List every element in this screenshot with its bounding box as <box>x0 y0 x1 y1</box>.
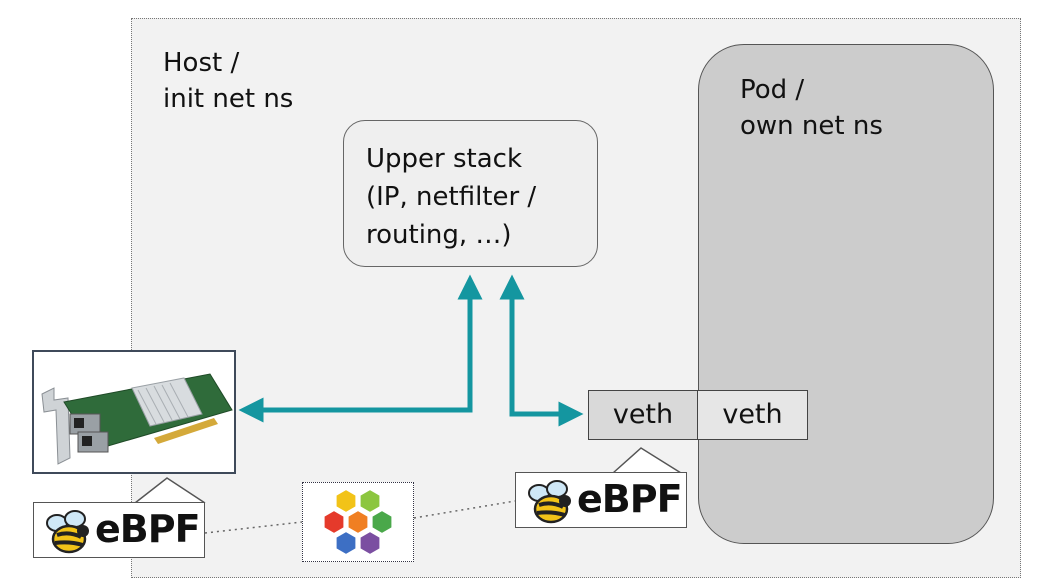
bee-icon <box>528 480 571 524</box>
hexagon-cell <box>334 487 358 515</box>
callout-pointer <box>612 447 682 474</box>
host-label-line-1: Host / <box>163 48 240 78</box>
hexagon-cell <box>370 508 394 536</box>
upper-stack-text: Upper stack (IP, netfilter / routing, …) <box>366 140 536 254</box>
ebpf-callout-veth: eBPF <box>515 447 687 528</box>
host-label: Host / init net ns <box>163 45 293 117</box>
ebpf-left-hub-link <box>204 521 303 534</box>
ebpf-wordmark: eBPF <box>577 477 683 521</box>
hexagon-cell <box>334 529 358 557</box>
pod-namespace-box <box>698 44 994 544</box>
stack-to-veth-arrow <box>499 274 584 427</box>
hexagon-cell <box>346 508 370 536</box>
ebpf-wordmark: eBPF <box>95 507 201 551</box>
callout-pointer <box>134 477 206 504</box>
upper-stack-line-1: Upper stack <box>366 144 523 174</box>
hexagon-cell <box>322 508 346 536</box>
nic-card-image <box>32 350 236 474</box>
hexagon-cell <box>358 529 382 557</box>
bee-icon <box>46 510 89 554</box>
hexagon-cell <box>358 487 382 515</box>
upper-stack-box <box>343 120 598 267</box>
upper-stack-line-2: (IP, netfilter / <box>366 182 537 212</box>
host-label-line-2: init net ns <box>163 84 294 114</box>
upper-stack-line-3: routing, …) <box>366 220 512 250</box>
ebpf-programs-hub <box>302 482 414 562</box>
ebpf-right-hub-link <box>413 500 516 519</box>
ebpf-logo-text: eBPF <box>95 506 201 552</box>
nic-to-stack-arrow <box>238 274 483 423</box>
pod-label-line-1: Pod / <box>740 75 805 105</box>
pod-label: Pod / own net ns <box>740 72 883 144</box>
ebpf-callout-nic: eBPF <box>33 477 206 558</box>
ebpf-logo-text: eBPF <box>577 476 683 522</box>
veth-pod-side: veth <box>697 390 808 440</box>
veth-host-side: veth <box>588 390 698 440</box>
network-card-illustration <box>41 373 233 465</box>
pod-label-line-2: own net ns <box>740 111 883 141</box>
hexagon-cluster-icon <box>322 487 394 557</box>
